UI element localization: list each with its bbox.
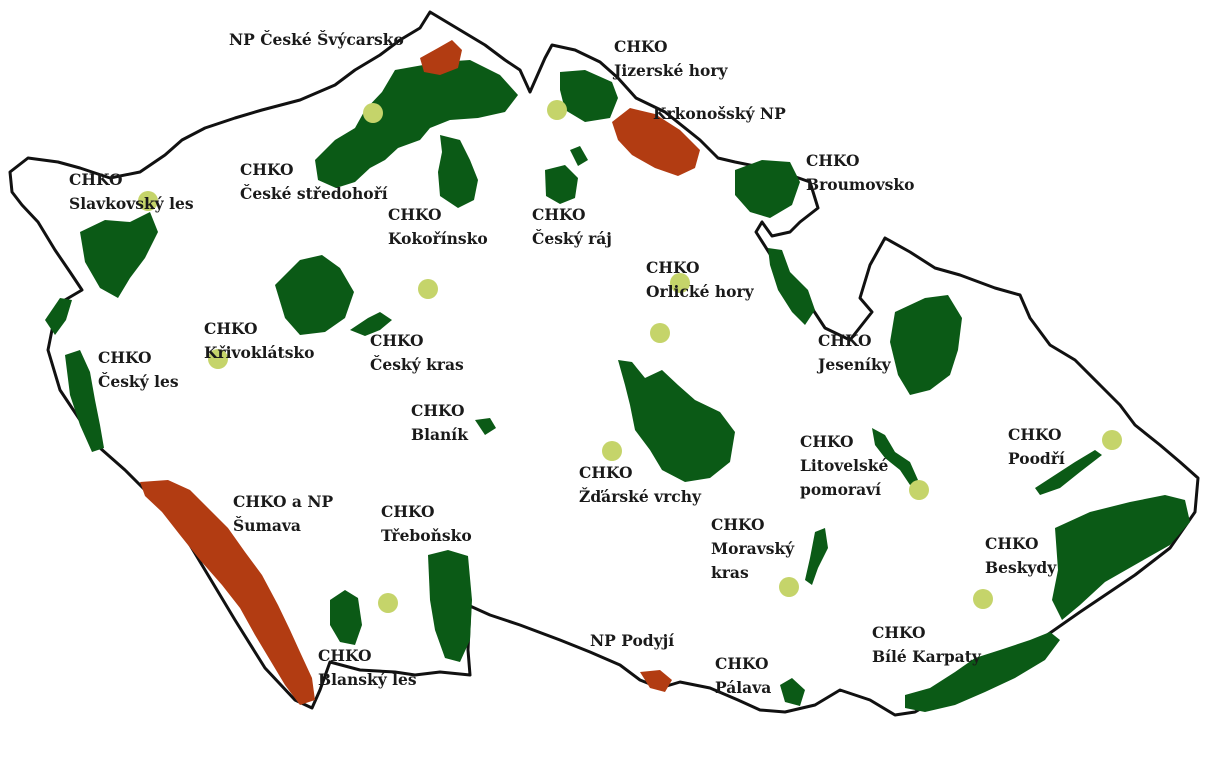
city-dot [650,323,670,343]
area-cesky-kras [350,312,392,336]
label-chko-slavkovsky-les: CHKO Slavkovský les [69,170,194,213]
label-chko-cesky-raj: CHKO Český ráj [532,205,612,248]
country-outline [8,10,1200,717]
area-cesky-les [65,350,104,452]
label-chko-jizerske-hory: CHKO Jizerské hory [612,37,729,80]
label-chko-kokorinsko: CHKO Kokořínsko [388,205,488,248]
label-chko-poodri: CHKO Poodří [1008,425,1067,468]
label-chko-cesky-kras: CHKO Český kras [370,331,464,374]
area-kokorinsko [438,135,478,208]
area-krivoklatsko [275,255,354,335]
label-chko-jeseniky: CHKO Jeseníky [816,331,892,374]
area-blansky-les [330,590,362,645]
city-dot [378,593,398,613]
chko-areas [45,60,1190,712]
label-chko-litovelske-pomoravi: CHKO Litovelské pomoraví [800,432,894,499]
area-np-ceske-svycarsko [420,40,462,75]
area-blanik [475,418,496,435]
area-slavkovsky-les [80,212,158,298]
city-dot [973,589,993,609]
label-chko-bile-karpaty: CHKO Bílé Karpaty [872,623,982,666]
label-chko-trebonsko: CHKO Třeboňsko [381,502,472,545]
area-jeseniky [890,295,962,395]
city-dot [909,480,929,500]
label-chko-blansky-les: CHKO Blanský les [318,646,417,689]
label-np-podyji: NP Podyjí [590,631,674,650]
area-poodri [1035,450,1102,495]
label-krkonossky-np: Krkonošský NP [653,104,786,123]
area-orlicke-hory [768,248,815,325]
city-dot [779,577,799,597]
label-chko-moravsky-kras: CHKO Moravský kras [711,515,800,582]
label-chko-np-sumava: CHKO a NP Šumava [233,492,339,535]
city-dots [138,100,1122,613]
area-zdarske-vrchy [618,360,735,482]
label-chko-ceske-stredohori: CHKO České středohoří [240,160,388,203]
label-chko-beskydy: CHKO Beskydy [985,534,1057,577]
area-labels: NP České Švýcarsko CHKO Jizerské hory Kr… [69,30,1067,697]
city-dot [547,100,567,120]
city-dot [138,191,158,211]
area-np-podyji [640,670,672,692]
city-dot [418,279,438,299]
label-chko-zdarske-vrchy: CHKO Žďárské vrchy [579,463,702,506]
area-bile-karpaty [905,632,1060,712]
label-chko-orlicke-hory: CHKO Orlické hory [646,258,755,301]
area-cesky-les-north [45,298,72,335]
area-trebonsko [428,550,472,662]
area-litovelske-pomoravi [872,428,918,485]
area-cesky-raj-1 [545,165,578,204]
label-chko-cesky-les: CHKO Český les [98,348,179,391]
area-palava [780,678,805,706]
area-beskydy [1052,495,1190,620]
area-sumava [140,480,315,705]
label-chko-blanik: CHKO Blaník [411,401,470,444]
area-krkonossky-np [612,108,700,176]
label-chko-broumovsko: CHKO Broumovsko [806,151,914,194]
area-moravsky-kras [805,528,828,585]
area-jizerske-hory [560,70,618,122]
city-dot [670,273,690,293]
label-chko-palava: CHKO Pálava [715,654,774,697]
label-np-ceske-svycarsko: NP České Švýcarsko [229,30,404,49]
label-chko-krivoklatsko: CHKO Křivoklátsko [204,319,315,362]
area-cesky-raj-2 [570,146,588,166]
area-ceske-stredohori [315,60,518,188]
city-dot [1102,430,1122,450]
city-dot [208,349,228,369]
city-dot [363,103,383,123]
national-park-areas [140,40,700,705]
area-broumovsko [735,160,800,218]
city-dot [602,441,622,461]
